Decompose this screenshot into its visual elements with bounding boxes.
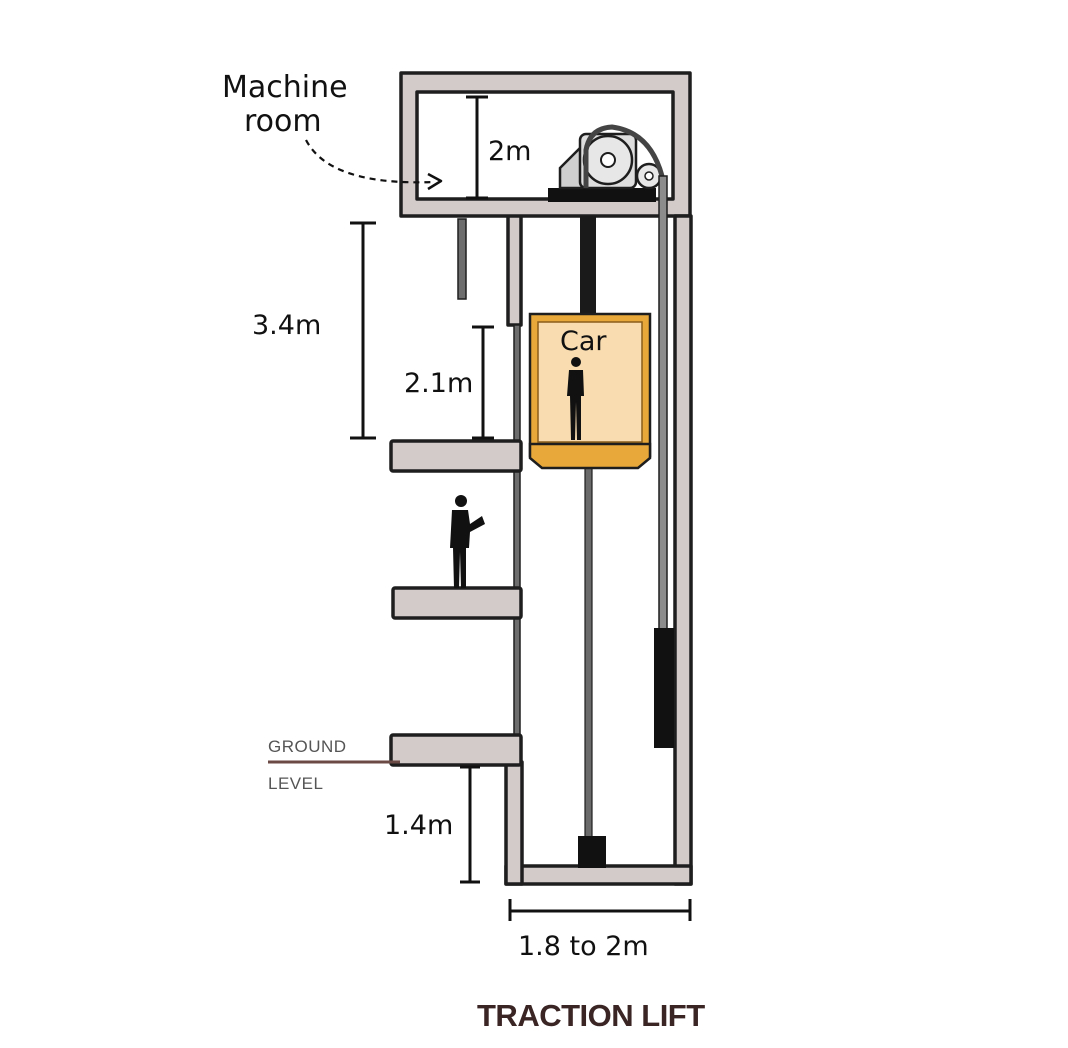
landing-middle — [391, 586, 523, 620]
ground-label: GROUND — [268, 737, 347, 756]
machine-room — [399, 71, 692, 327]
landing-ground — [389, 733, 523, 767]
counterweight — [654, 628, 674, 748]
dimension-door-height — [472, 325, 494, 440]
landing-upper — [389, 439, 523, 473]
dimension-floor-height — [350, 221, 376, 440]
landings — [389, 439, 523, 767]
door-header — [457, 218, 467, 300]
lift-car: Car — [528, 312, 652, 470]
car-label: Car — [560, 326, 607, 357]
machine-room-height-label: 2m — [488, 136, 531, 167]
machine-room-arrow — [305, 139, 435, 184]
machine-room-label-2: room — [244, 104, 322, 139]
person-in-car-icon — [567, 357, 584, 440]
pit-depth-label: 1.4m — [384, 810, 453, 841]
traction-machine — [548, 124, 665, 202]
dimension-pit-depth — [460, 765, 480, 884]
hoist-ropes — [580, 175, 668, 841]
level-label: LEVEL — [268, 774, 323, 793]
door-height-label: 2.1m — [404, 368, 473, 399]
dimension-shaft-width — [508, 899, 692, 921]
shaft-width-label: 1.8 to 2m — [518, 931, 649, 962]
floor-height-label: 3.4m — [252, 310, 321, 341]
diagram-title: TRACTION LIFT — [477, 998, 705, 1033]
buffer — [578, 836, 606, 868]
person-reading-icon — [450, 495, 485, 588]
shaft-walls — [504, 214, 693, 886]
dimension-machine-room — [466, 95, 488, 200]
machine-room-label: Machine — [222, 70, 348, 105]
